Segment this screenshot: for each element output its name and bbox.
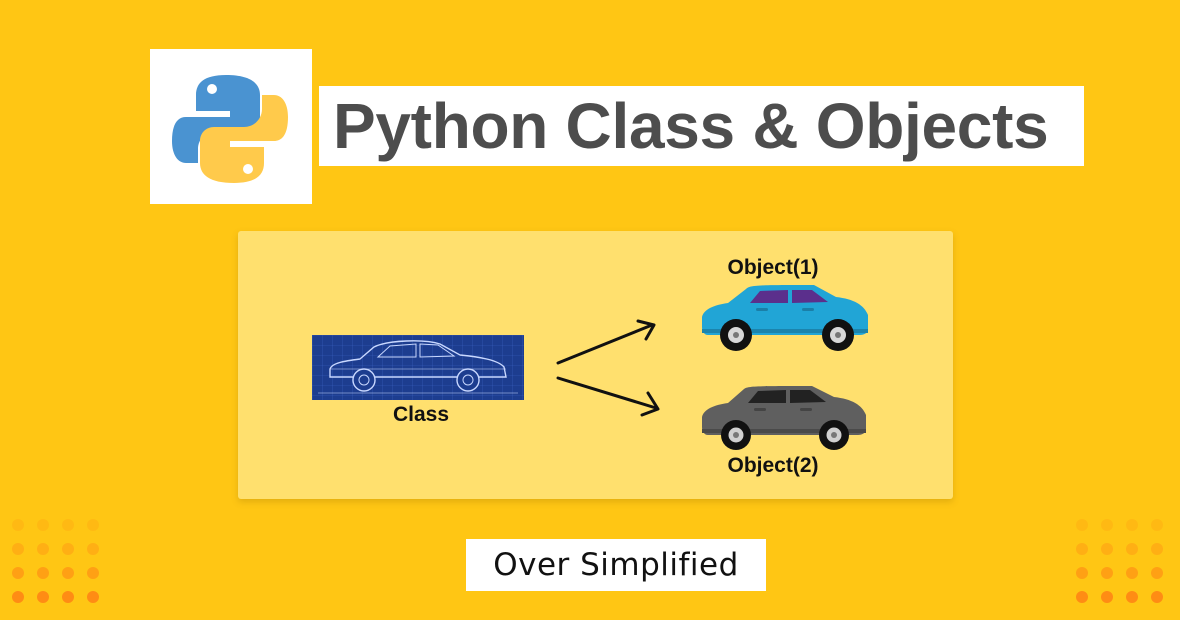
decorative-dot bbox=[1076, 591, 1088, 603]
decorative-dot bbox=[1076, 543, 1088, 555]
logo-container bbox=[150, 49, 312, 204]
decorative-dot bbox=[1126, 567, 1138, 579]
decorative-dot bbox=[1151, 591, 1163, 603]
object-1-label: Object(1) bbox=[727, 256, 819, 279]
object-2-label: Object(2) bbox=[727, 454, 819, 477]
decorative-dot bbox=[1151, 567, 1163, 579]
class-label: Class bbox=[392, 403, 450, 426]
decorative-dot bbox=[1101, 519, 1113, 531]
decorative-dots-right bbox=[1076, 519, 1163, 603]
decorative-dot bbox=[62, 591, 74, 603]
decorative-dot bbox=[87, 567, 99, 579]
decorative-dot bbox=[1076, 519, 1088, 531]
decorative-dot bbox=[1126, 591, 1138, 603]
car-blueprint-icon bbox=[312, 335, 524, 400]
decorative-dot bbox=[1101, 567, 1113, 579]
decorative-dots-left bbox=[12, 519, 99, 603]
decorative-dot bbox=[37, 519, 49, 531]
title-banner: Python Class & Objects bbox=[319, 86, 1084, 166]
decorative-dot bbox=[87, 543, 99, 555]
decorative-dot bbox=[62, 543, 74, 555]
decorative-dot bbox=[37, 591, 49, 603]
diagram-panel: Class Object(1) Object(2) bbox=[238, 231, 953, 499]
badge-text: Over Simplified bbox=[493, 547, 739, 583]
decorative-dot bbox=[12, 543, 24, 555]
decorative-dot bbox=[1101, 591, 1113, 603]
decorative-dot bbox=[12, 567, 24, 579]
decorative-dot bbox=[62, 519, 74, 531]
decorative-dot bbox=[1151, 543, 1163, 555]
gray-suv-icon bbox=[702, 386, 866, 450]
decorative-dot bbox=[37, 567, 49, 579]
decorative-dot bbox=[62, 567, 74, 579]
page-title: Python Class & Objects bbox=[333, 90, 1049, 162]
decorative-dot bbox=[1101, 543, 1113, 555]
decorative-dot bbox=[12, 591, 24, 603]
decorative-dot bbox=[87, 591, 99, 603]
decorative-dot bbox=[12, 519, 24, 531]
arrow-icon bbox=[556, 319, 660, 417]
decorative-dot bbox=[1151, 519, 1163, 531]
decorative-dot bbox=[1076, 567, 1088, 579]
decorative-dot bbox=[37, 543, 49, 555]
footer-badge: Over Simplified bbox=[466, 539, 766, 591]
decorative-dot bbox=[1126, 543, 1138, 555]
blue-suv-icon bbox=[702, 285, 868, 351]
python-logo-icon bbox=[172, 75, 288, 183]
decorative-dot bbox=[1126, 519, 1138, 531]
decorative-dot bbox=[87, 519, 99, 531]
